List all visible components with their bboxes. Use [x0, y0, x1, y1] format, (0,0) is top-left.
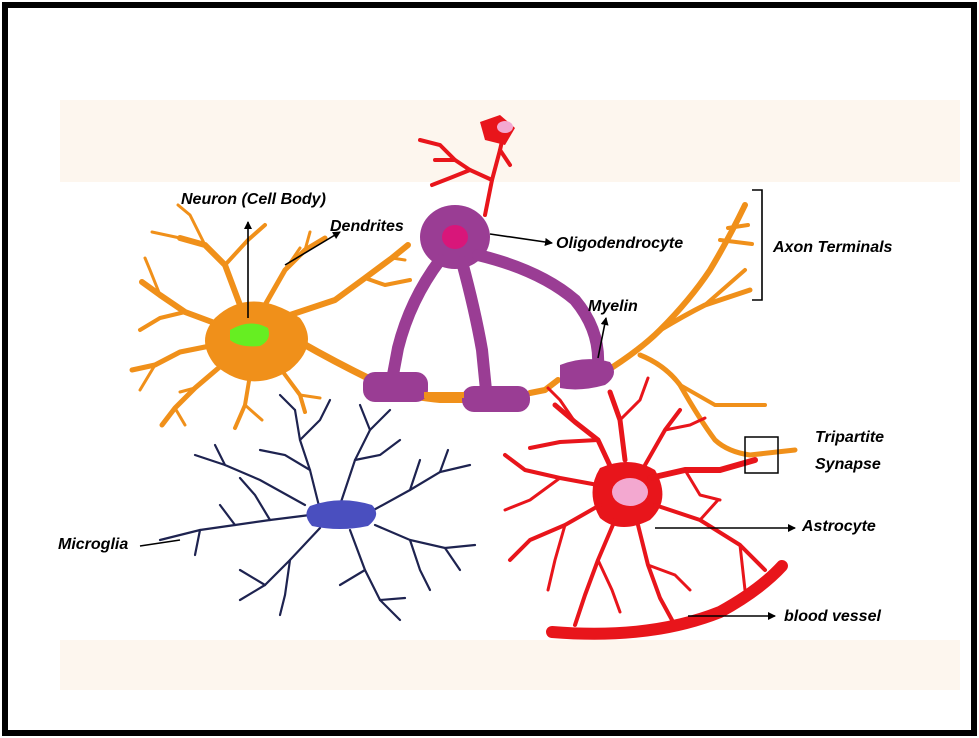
label-dendrites: Dendrites	[330, 217, 404, 236]
label-tripartite: Tripartite	[815, 428, 884, 447]
label-axon-terminals: Axon Terminals	[773, 238, 892, 257]
astrocyte-nucleus	[612, 478, 648, 506]
background-band-bottom	[60, 640, 960, 690]
label-astrocyte: Astrocyte	[802, 517, 876, 536]
label-synapse: Synapse	[815, 455, 881, 474]
label-microglia: Microglia	[58, 535, 128, 554]
label-oligodendrocyte: Oligodendrocyte	[556, 234, 683, 253]
label-blood-vessel: blood vessel	[784, 607, 881, 626]
label-neuron-cell-body: Neuron (Cell Body)	[181, 190, 326, 209]
label-myelin: Myelin	[588, 297, 638, 316]
background-band-top	[60, 100, 960, 182]
oligodendrocyte-nucleus	[442, 225, 468, 249]
microglia-body	[306, 500, 376, 529]
